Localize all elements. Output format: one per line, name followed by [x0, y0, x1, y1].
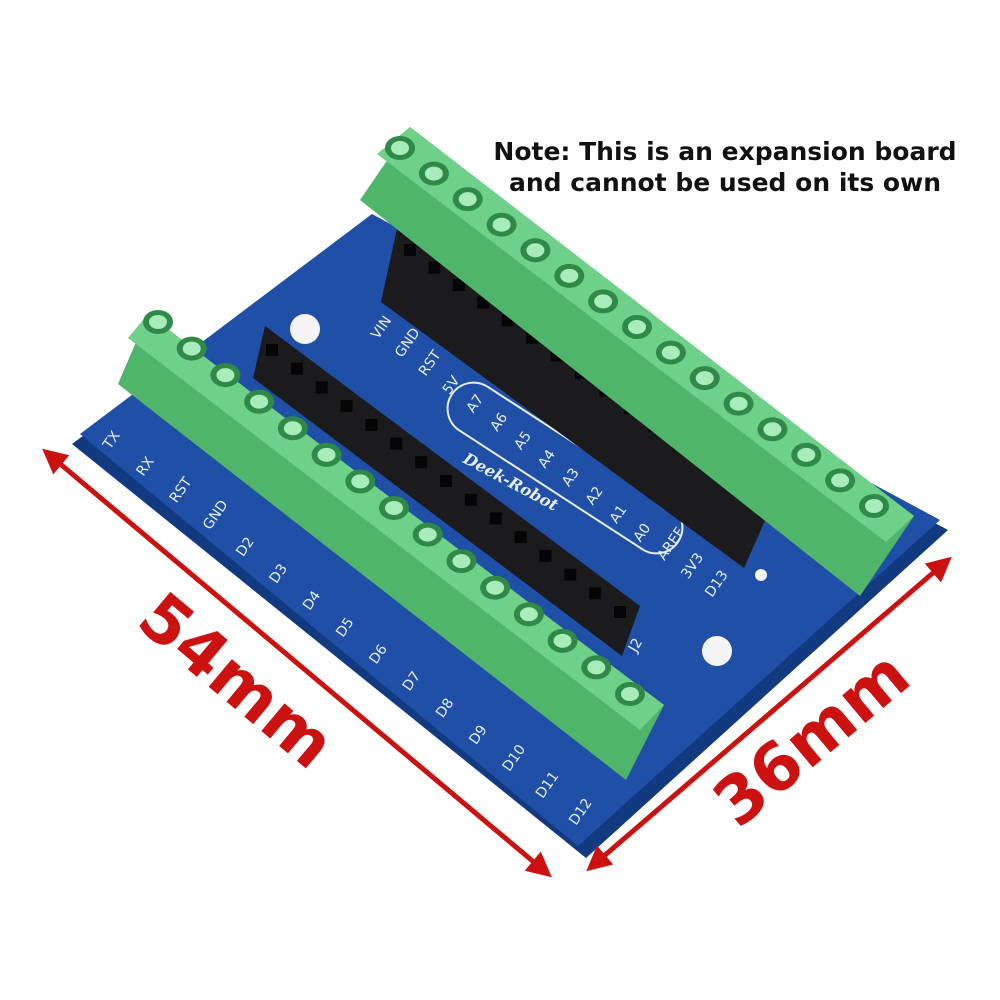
screw-head: [418, 527, 437, 542]
socket-hole: [390, 437, 403, 450]
socket-hole: [564, 568, 577, 581]
screw-head: [628, 320, 646, 334]
screw-head: [695, 371, 714, 386]
socket-hole: [404, 244, 416, 256]
socket-hole: [415, 456, 428, 469]
screw-head: [560, 268, 579, 283]
screw-head: [486, 580, 505, 595]
screw-head: [458, 192, 477, 207]
socket-hole: [290, 362, 303, 375]
screw-head: [182, 341, 201, 356]
screw-head: [149, 315, 167, 329]
socket-hole: [440, 475, 452, 487]
socket-hole: [489, 512, 502, 525]
socket-hole: [365, 418, 378, 431]
screw-head: [831, 473, 850, 488]
screw-head: [553, 633, 572, 648]
note-text: Note: This is an expansion board and can…: [470, 136, 980, 198]
socket-hole: [452, 279, 465, 292]
arrow-36mm: [586, 556, 952, 872]
header-socket-upper: [381, 224, 778, 568]
screw-head: [317, 447, 336, 462]
socket-hole: [340, 400, 353, 413]
screw-head: [216, 368, 235, 383]
mounting-hole: [755, 569, 767, 581]
screw-head: [424, 166, 443, 181]
screw-head: [661, 345, 680, 360]
socket-hole: [614, 606, 626, 618]
note-line-2: and cannot be used on its own: [508, 168, 942, 197]
screw-head: [391, 141, 409, 155]
socket-hole: [464, 493, 477, 506]
screw-head: [587, 660, 606, 675]
screw-head: [763, 422, 782, 437]
socket-hole: [589, 587, 602, 600]
socket-hole: [266, 344, 278, 356]
screw-head: [283, 421, 302, 436]
screw-head: [250, 394, 269, 409]
arrow-54mm: [42, 448, 552, 878]
screw-head: [865, 499, 883, 513]
socket-hole: [315, 381, 328, 394]
note-line-1: Note: This is an expansion board: [493, 137, 957, 166]
screw-head: [385, 501, 403, 515]
socket-hole: [539, 549, 552, 562]
screw-head: [452, 554, 471, 569]
screw-head: [519, 607, 538, 622]
screw-head: [797, 447, 816, 462]
socket-hole: [514, 531, 527, 544]
screw-head: [351, 474, 370, 489]
mounting-hole: [290, 314, 320, 344]
screw-head: [621, 687, 639, 701]
screw-head: [526, 243, 545, 258]
screw-head: [492, 217, 511, 232]
socket-hole: [428, 261, 441, 274]
screw-head: [729, 396, 748, 411]
screw-head: [594, 294, 613, 309]
mounting-hole: [702, 636, 732, 666]
